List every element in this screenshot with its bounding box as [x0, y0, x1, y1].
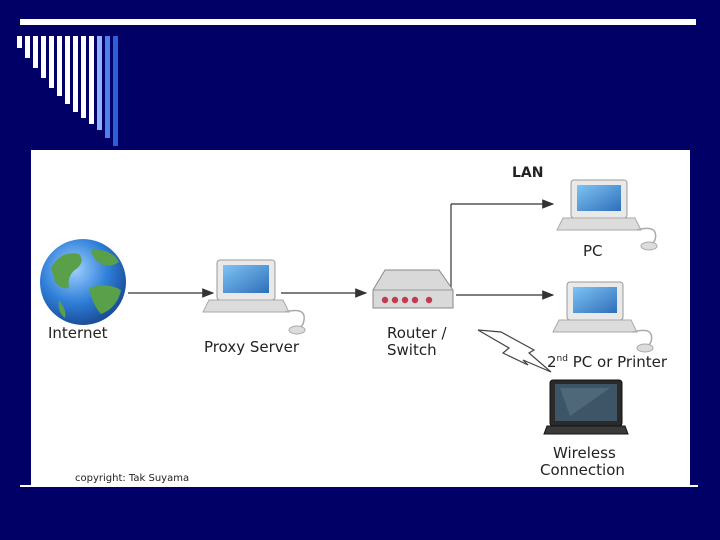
- top-rule: [20, 19, 696, 25]
- stripe: [89, 36, 94, 124]
- proxy-label: Proxy Server: [204, 338, 300, 356]
- pc2-label-sup: nd: [557, 354, 568, 364]
- stripe: [17, 36, 22, 48]
- copyright-text: copyright: Tak Suyama: [75, 473, 189, 484]
- stripe: [81, 36, 86, 118]
- stripe: [113, 36, 118, 146]
- network-diagram: LAN Internet Proxy Server Router / Switc…: [31, 150, 690, 486]
- stripe: [33, 36, 38, 68]
- pc2-label-prefix: 2: [547, 353, 557, 371]
- stripe: [57, 36, 62, 96]
- wireless-label-line2: Connection: [540, 461, 625, 479]
- pc-computer-icon: [556, 179, 658, 251]
- pc2-label-rest: PC or Printer: [568, 353, 668, 371]
- bottom-rule: [20, 485, 698, 487]
- internet-label: Internet: [48, 324, 108, 342]
- router-label-line1: Router /: [387, 324, 447, 342]
- stripe: [25, 36, 30, 58]
- stripe: [105, 36, 110, 138]
- stripe: [41, 36, 46, 78]
- router-label-line2: Switch: [387, 341, 437, 359]
- wireless-label-line1: Wireless: [553, 444, 616, 462]
- decorative-stripes: [17, 36, 127, 150]
- stripe: [65, 36, 70, 104]
- stripe: [49, 36, 54, 88]
- router-icon: [372, 269, 454, 309]
- pc2-label: 2nd PC or Printer: [547, 353, 668, 371]
- lan-label: LAN: [512, 165, 543, 181]
- proxy-computer-icon: [202, 259, 306, 335]
- diagram-svg: LAN Internet Proxy Server Router / Switc…: [40, 165, 668, 484]
- second-pc-icon: [552, 281, 654, 353]
- laptop-icon: [543, 379, 629, 435]
- stripe: [73, 36, 78, 112]
- stripe: [97, 36, 102, 130]
- wireless-signal-icon: [477, 329, 552, 373]
- pc-label: PC: [583, 242, 603, 260]
- globe-icon: [40, 239, 126, 325]
